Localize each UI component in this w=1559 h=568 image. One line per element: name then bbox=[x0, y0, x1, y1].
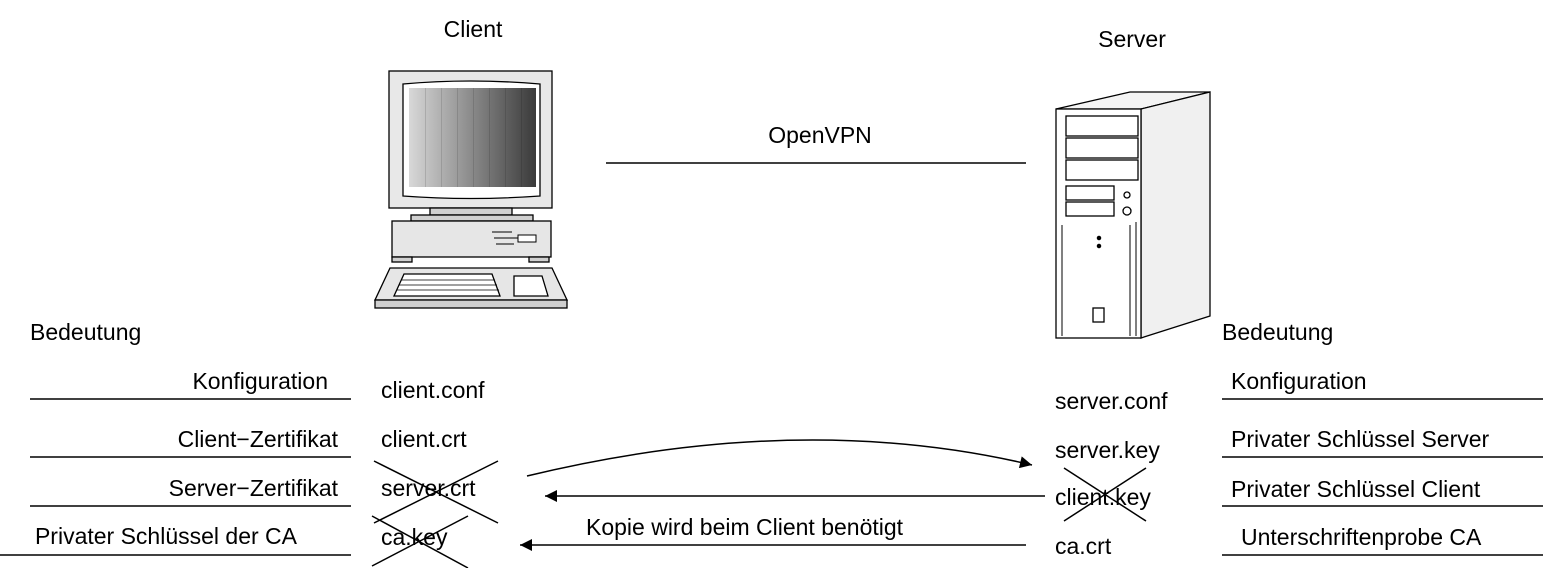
file-client-crt: client.crt bbox=[381, 426, 467, 452]
file-client-key: client.key bbox=[1055, 484, 1151, 510]
right-meaning-config: Konfiguration bbox=[1231, 368, 1367, 394]
client-title: Client bbox=[444, 16, 503, 42]
right-meaning-client-key: Privater Schlüssel Client bbox=[1231, 476, 1481, 502]
left-underlines bbox=[0, 398, 351, 556]
file-ca-crt: ca.crt bbox=[1055, 533, 1112, 559]
arrow-to-server bbox=[526, 439, 1033, 477]
arrow-label: Kopie wird beim Client benötigt bbox=[586, 514, 904, 540]
right-meaning-server-key: Privater Schlüssel Server bbox=[1231, 426, 1490, 452]
left-meaning-server-cert: Server−Zertifikat bbox=[169, 475, 339, 501]
openvpn-label: OpenVPN bbox=[768, 122, 872, 148]
right-underlines bbox=[1222, 398, 1543, 556]
right-heading: Bedeutung bbox=[1222, 319, 1333, 345]
file-server-key: server.key bbox=[1055, 437, 1160, 463]
file-server-conf: server.conf bbox=[1055, 388, 1168, 414]
cross-out-marks bbox=[371, 460, 1147, 568]
tower-server-icon bbox=[1055, 91, 1211, 339]
left-heading: Bedeutung bbox=[30, 319, 141, 345]
left-meaning-client-cert: Client−Zertifikat bbox=[178, 426, 339, 452]
left-meaning-ca-key: Privater Schlüssel der CA bbox=[35, 523, 298, 549]
desktop-computer-icon bbox=[373, 70, 569, 309]
file-ca-key: ca.key bbox=[381, 524, 448, 550]
left-meaning-config: Konfiguration bbox=[192, 368, 328, 394]
right-meaning-ca-crt: Unterschriftenprobe CA bbox=[1241, 524, 1482, 550]
server-title: Server bbox=[1098, 26, 1166, 52]
file-client-conf: client.conf bbox=[381, 377, 485, 403]
